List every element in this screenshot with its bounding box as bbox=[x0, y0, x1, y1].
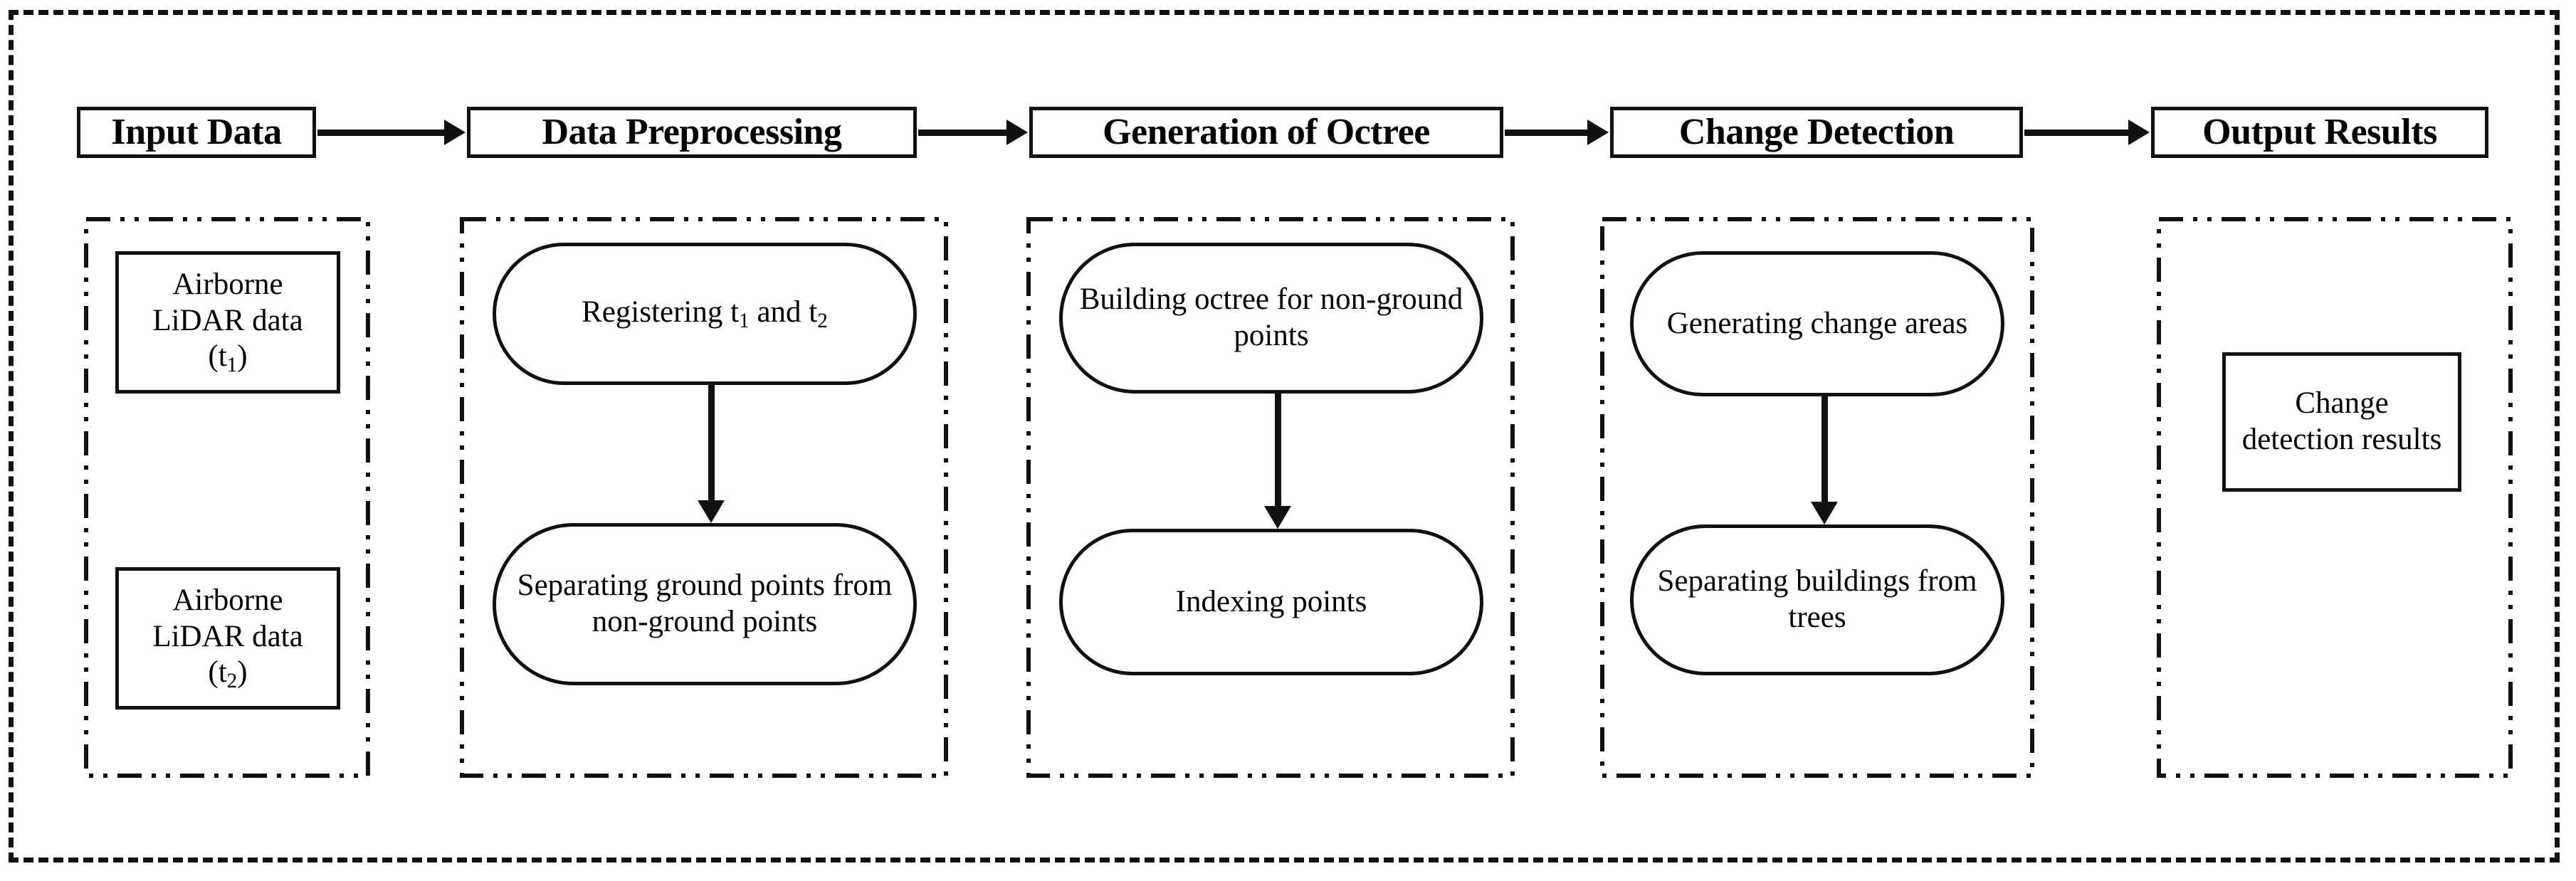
arrow-head bbox=[1264, 506, 1291, 529]
node-generating-change-areas[interactable]: Generating change areas bbox=[1630, 251, 2004, 396]
node-label: Change detection results bbox=[2241, 386, 2442, 456]
panel-generation-of-octree: Building octree for non-ground points In… bbox=[1026, 217, 1515, 778]
arrow-registering-to-separating-ground bbox=[698, 385, 725, 523]
node-label: Registering t1 and t2 bbox=[582, 295, 828, 332]
panel-output-results: Change detection results bbox=[2157, 217, 2513, 778]
arrow-shaft bbox=[317, 129, 445, 136]
node-label: Building octree for non-ground points bbox=[1079, 283, 1463, 352]
arrow-shaft bbox=[1274, 394, 1281, 507]
node-indexing-points[interactable]: Indexing points bbox=[1059, 529, 1483, 675]
node-separating-ground-points[interactable]: Separating ground points from non-ground… bbox=[493, 523, 917, 685]
arrow-head bbox=[698, 500, 725, 523]
arrow-building-octree-to-indexing bbox=[1264, 394, 1291, 529]
arrow-change-detection-to-output bbox=[2024, 120, 2150, 145]
node-registering-t1-t2[interactable]: Registering t1 and t2 bbox=[493, 243, 917, 385]
arrow-preprocessing-to-octree bbox=[918, 120, 1028, 145]
panel-border-dash-dot-dot bbox=[1026, 217, 1515, 778]
panel-border-dash-dot-dot bbox=[84, 217, 370, 778]
stage-header-data-preprocessing[interactable]: Data Preprocessing bbox=[467, 107, 917, 158]
stage-header-input-data[interactable]: Input Data bbox=[77, 107, 316, 158]
arrow-input-to-preprocessing bbox=[317, 120, 466, 145]
panel-border-dash-dot-dot bbox=[460, 217, 948, 778]
node-building-octree[interactable]: Building octree for non-ground points bbox=[1059, 243, 1483, 394]
arrow-head bbox=[444, 120, 466, 145]
arrow-shaft bbox=[708, 385, 715, 501]
node-label: Separating buildings from trees bbox=[1657, 564, 1977, 634]
panel-data-preprocessing: Registering t1 and t2 Separating ground … bbox=[460, 217, 948, 778]
subscript-t1: 1 bbox=[739, 309, 750, 332]
arrow-shaft bbox=[918, 129, 1007, 136]
arrow-shaft bbox=[1505, 129, 1588, 136]
panel-border-dash-dot-dot bbox=[2157, 217, 2513, 778]
arrow-change-areas-to-separating-buildings bbox=[1811, 396, 1838, 524]
subscript-t2: 2 bbox=[817, 309, 828, 332]
stage-header-generation-of-octree[interactable]: Generation of Octree bbox=[1029, 107, 1503, 158]
arrow-head bbox=[1811, 502, 1838, 524]
arrow-octree-to-change-detection bbox=[1505, 120, 1609, 145]
node-label: Indexing points bbox=[1175, 584, 1367, 618]
stage-header-output-results[interactable]: Output Results bbox=[2151, 107, 2488, 158]
arrow-head bbox=[2128, 120, 2150, 145]
arrow-shaft bbox=[1821, 396, 1828, 502]
stage-header-change-detection[interactable]: Change Detection bbox=[1610, 107, 2023, 158]
node-label: Separating ground points from non-ground… bbox=[517, 569, 893, 638]
arrow-head bbox=[1006, 120, 1028, 145]
panel-change-detection: Generating change areas Separating build… bbox=[1600, 217, 2034, 778]
arrow-head bbox=[1587, 120, 1609, 145]
outer-dashed-frame bbox=[9, 10, 2560, 862]
subscript-t1: 1 bbox=[226, 354, 238, 377]
node-change-detection-results[interactable]: Change detection results bbox=[2222, 352, 2461, 492]
arrow-shaft bbox=[2024, 129, 2129, 136]
panel-border-dash-dot-dot bbox=[1600, 217, 2034, 778]
node-label: Generating change areas bbox=[1666, 306, 1968, 340]
node-separating-buildings-from-trees[interactable]: Separating buildings from trees bbox=[1630, 524, 2004, 675]
subscript-t2: 2 bbox=[226, 670, 238, 693]
